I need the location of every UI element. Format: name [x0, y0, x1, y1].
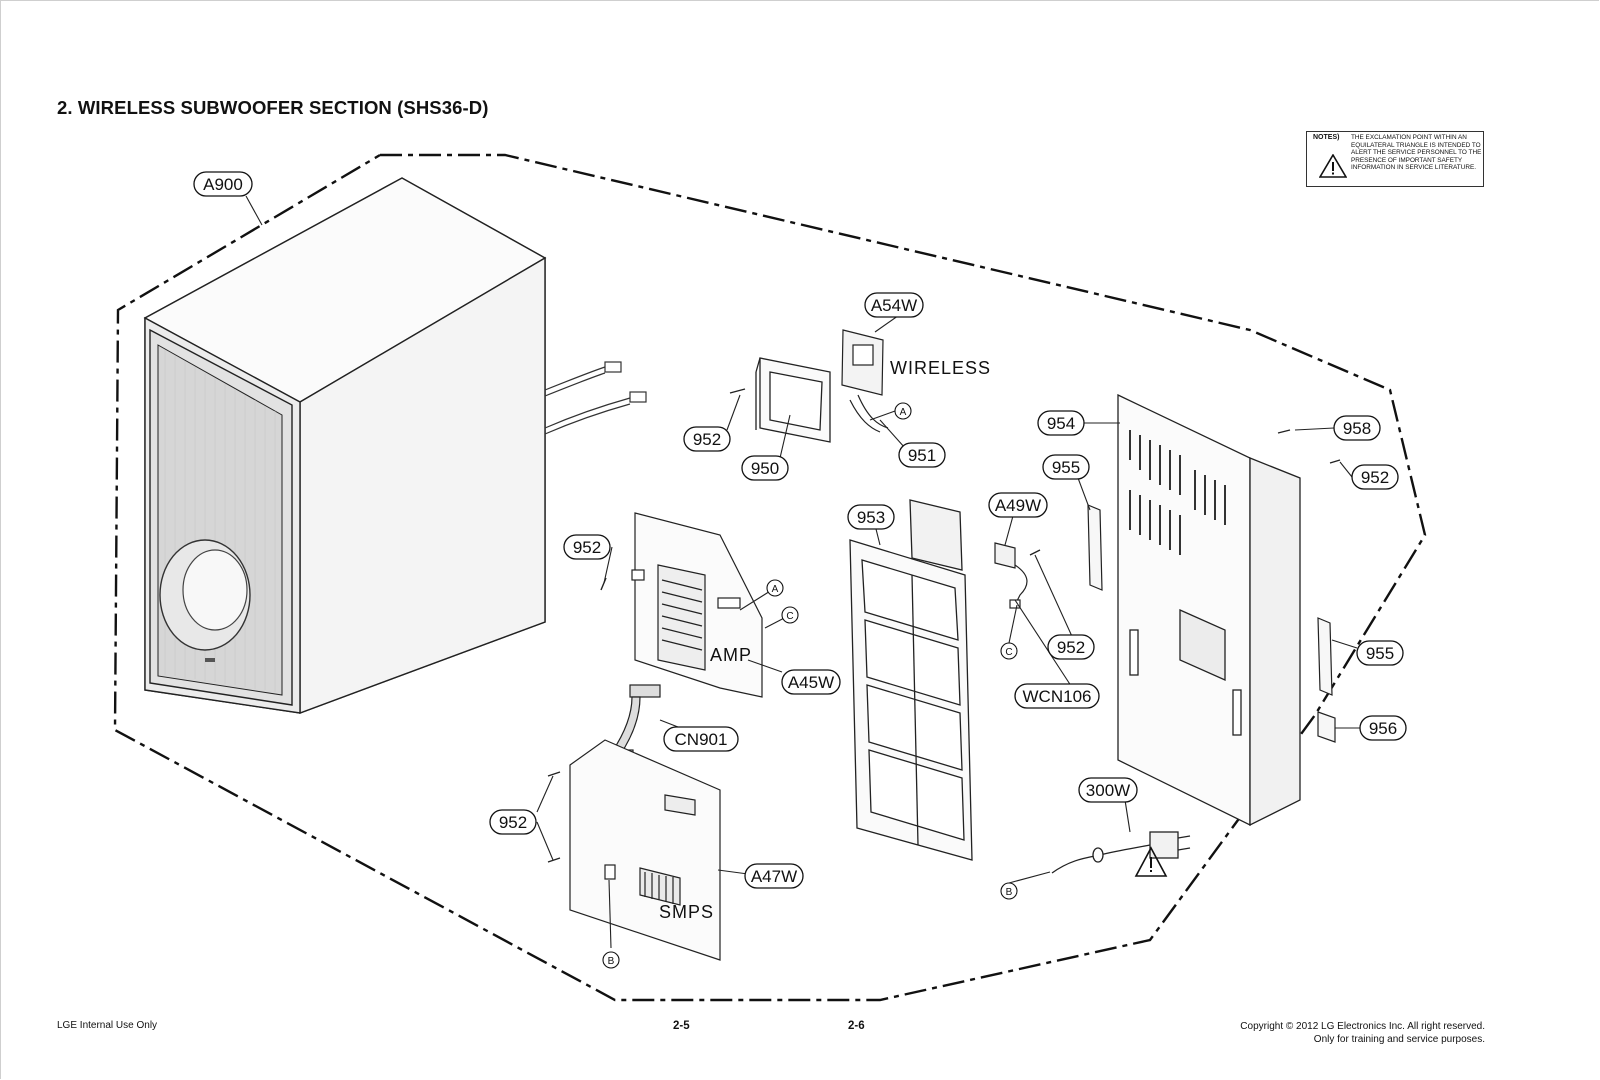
training-text: Only for training and service purposes.	[1313, 1034, 1485, 1045]
svg-text:A900: A900	[203, 175, 243, 194]
svg-text:WCN106: WCN106	[1023, 687, 1092, 706]
svg-text:955: 955	[1366, 644, 1394, 663]
callout-a49w: A49W	[988, 492, 1048, 518]
callout-956: 956	[1359, 715, 1407, 741]
cabinet-cables	[544, 361, 647, 435]
svg-text:B: B	[608, 956, 615, 967]
callout-952-amp: 952	[563, 534, 611, 560]
svg-text:300W: 300W	[1086, 781, 1130, 800]
subwoofer-cabinet	[143, 177, 547, 715]
svg-text:A49W: A49W	[995, 496, 1041, 515]
svg-text:A: A	[772, 584, 779, 595]
svg-text:955: 955	[1052, 458, 1080, 477]
callout-952-bottom: 952	[489, 809, 537, 835]
main-frame-953	[849, 499, 973, 861]
footer-copyright: Copyright © 2012 LG Electronics Inc. All…	[1240, 1020, 1485, 1046]
notes-text: THE EXCLAMATION POINT WITHIN AN EQUILATE…	[1351, 134, 1482, 172]
wireless-bracket-950	[755, 357, 831, 443]
copyright-text: Copyright © 2012 LG Electronics Inc. All…	[1240, 1021, 1485, 1032]
svg-text:C: C	[1005, 647, 1012, 658]
svg-text:952: 952	[573, 538, 601, 557]
page-number-right: 2-6	[848, 1020, 865, 1032]
callout-951: 951	[898, 442, 946, 468]
bracket-955-top	[1087, 504, 1103, 591]
rear-panel-vents	[1129, 430, 1226, 555]
board-a49w	[994, 542, 1028, 609]
svg-text:A45W: A45W	[788, 673, 834, 692]
callout-952-mid: 952	[1047, 634, 1095, 660]
svg-text:953: 953	[857, 508, 885, 527]
assembly-boundary	[113, 153, 1427, 1002]
callout-a45w: A45W	[781, 669, 841, 695]
bracket-956	[1317, 711, 1336, 743]
label-amp: AMP	[710, 645, 752, 665]
footer-internal-use: LGE Internal Use Only	[57, 1020, 158, 1031]
callout-950: 950	[741, 455, 789, 481]
callout-952-right: 952	[1351, 464, 1399, 490]
connector-c-amp: C	[781, 606, 799, 624]
svg-text:950: 950	[751, 459, 779, 478]
svg-text:CN901: CN901	[675, 730, 728, 749]
notes-label: NOTES)	[1313, 134, 1340, 141]
bracket-955-mid	[1317, 617, 1333, 696]
svg-text:A47W: A47W	[751, 867, 797, 886]
svg-text:C: C	[786, 611, 793, 622]
callout-300w: 300W	[1078, 777, 1138, 803]
amp-board-a45w	[631, 512, 763, 698]
callout-953: 953	[847, 504, 895, 530]
callout-958: 958	[1333, 415, 1381, 441]
cord-warning-triangle-icon	[1134, 846, 1168, 877]
svg-text:A54W: A54W	[871, 296, 917, 315]
callout-a900: A900	[193, 171, 253, 197]
warning-triangle-icon	[1319, 154, 1347, 178]
connector-a-amp: A	[766, 579, 784, 597]
svg-text:951: 951	[908, 446, 936, 465]
svg-text:952: 952	[1057, 638, 1085, 657]
svg-text:956: 956	[1369, 719, 1397, 738]
svg-text:B: B	[1006, 887, 1013, 898]
callout-955-mid: 955	[1356, 640, 1404, 666]
woofer-cone	[159, 539, 251, 651]
svg-text:952: 952	[499, 813, 527, 832]
callout-wcn106: WCN106	[1014, 683, 1100, 709]
callout-a54w: A54W	[864, 292, 924, 318]
callout-a47w: A47W	[744, 863, 804, 889]
callout-954: 954	[1037, 410, 1085, 436]
svg-text:954: 954	[1047, 414, 1075, 433]
svg-text:A: A	[900, 407, 907, 418]
label-wireless: WIRELESS	[890, 358, 991, 378]
callout-955-top: 955	[1042, 454, 1090, 480]
callout-952-top: 952	[683, 426, 731, 452]
safety-notes-box: NOTES) THE EXCLAMATION POINT WITHIN AN E…	[1306, 131, 1484, 187]
section-title: 2. WIRELESS SUBWOOFER SECTION (SHS36-D)	[57, 97, 489, 118]
logo-badge	[205, 658, 215, 662]
smps-board-a47w	[569, 739, 721, 961]
svg-text:958: 958	[1343, 419, 1371, 438]
connector-c-a49w: C	[1000, 642, 1018, 660]
screws	[547, 388, 1341, 863]
page-number-left: 2-5	[673, 1020, 690, 1032]
leader-lines	[245, 195, 1360, 949]
connector-b-smps: B	[602, 951, 620, 969]
connector-b-cord: B	[1000, 882, 1018, 900]
svg-text:952: 952	[1361, 468, 1389, 487]
wireless-pcb-a54w	[841, 329, 889, 433]
svg-text:952: 952	[693, 430, 721, 449]
rear-panel-954	[1117, 393, 1301, 827]
power-cord-300w	[1051, 831, 1191, 874]
connector-a-wireless: A	[894, 402, 912, 420]
label-smps: SMPS	[659, 902, 714, 922]
callout-cn901: CN901	[663, 726, 739, 752]
